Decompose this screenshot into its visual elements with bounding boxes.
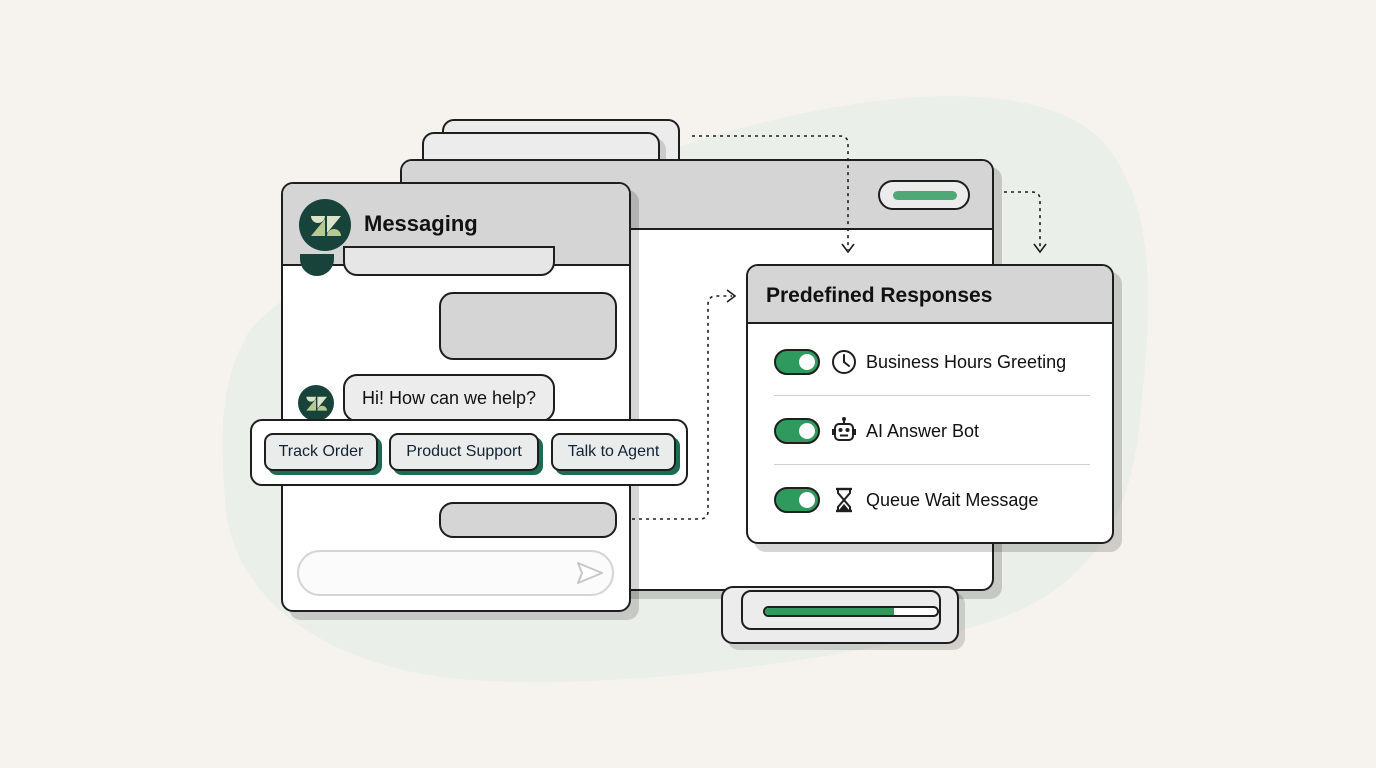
business-hours-label: Business Hours Greeting bbox=[866, 352, 1067, 372]
agent-avatar-icon bbox=[298, 385, 334, 421]
toggle-knob bbox=[799, 354, 815, 370]
connector-chat bbox=[618, 295, 732, 520]
quick-reply-bar: Track Order Product Support Talk to Agen… bbox=[250, 419, 688, 486]
business-hours-toggle[interactable] bbox=[774, 349, 820, 375]
row-divider bbox=[774, 464, 1090, 465]
status-pill bbox=[878, 180, 970, 210]
agent-bubble-partial bbox=[343, 246, 555, 276]
progress-fill bbox=[765, 608, 894, 615]
response-row-business-hours: Business Hours Greeting bbox=[748, 343, 1112, 387]
connector-top bbox=[692, 135, 849, 250]
greeting-bubble: Hi! How can we help? bbox=[343, 374, 555, 422]
agent-avatar-partial bbox=[300, 254, 334, 276]
message-input[interactable] bbox=[297, 550, 614, 596]
response-row-ai-bot: AI Answer Bot bbox=[748, 412, 1112, 456]
predefined-responses-panel: Predefined Responses Business Hours Gree… bbox=[746, 264, 1114, 544]
progress-card-inner bbox=[741, 590, 941, 630]
response-row-queue-wait: Queue Wait Message bbox=[748, 481, 1112, 525]
queue-wait-label: Queue Wait Message bbox=[866, 490, 1039, 510]
status-pill-bar bbox=[893, 191, 957, 200]
user-message-bubble bbox=[439, 292, 617, 360]
toggle-knob bbox=[799, 492, 815, 508]
predefined-responses-header: Predefined Responses bbox=[748, 266, 1112, 324]
quick-reply-track-order[interactable]: Track Order bbox=[264, 433, 378, 471]
connector-right-arrowhead bbox=[1033, 243, 1047, 254]
ai-bot-toggle[interactable] bbox=[774, 418, 820, 444]
connector-top-arrowhead bbox=[841, 243, 855, 254]
row-divider bbox=[774, 395, 1090, 396]
send-icon[interactable] bbox=[577, 562, 603, 584]
robot-icon bbox=[832, 417, 856, 441]
toggle-knob bbox=[799, 423, 815, 439]
messaging-window: Messaging Hi! How can we help? bbox=[281, 182, 631, 612]
ai-bot-label: AI Answer Bot bbox=[866, 421, 980, 441]
queue-wait-toggle[interactable] bbox=[774, 487, 820, 513]
quick-reply-product-support[interactable]: Product Support bbox=[389, 433, 539, 471]
connector-chat-arrowhead bbox=[726, 289, 737, 303]
progress-track bbox=[763, 606, 939, 617]
messaging-title: Messaging bbox=[364, 211, 478, 236]
quick-reply-talk-to-agent[interactable]: Talk to Agent bbox=[551, 433, 676, 471]
clock-icon bbox=[832, 350, 856, 374]
hourglass-icon bbox=[836, 487, 852, 513]
greeting-text: Hi! How can we help? bbox=[361, 387, 537, 408]
zendesk-logo-icon bbox=[299, 199, 351, 251]
connector-right bbox=[1004, 191, 1041, 250]
predefined-responses-title: Predefined Responses bbox=[766, 284, 993, 307]
user-reply-bubble bbox=[439, 502, 617, 538]
